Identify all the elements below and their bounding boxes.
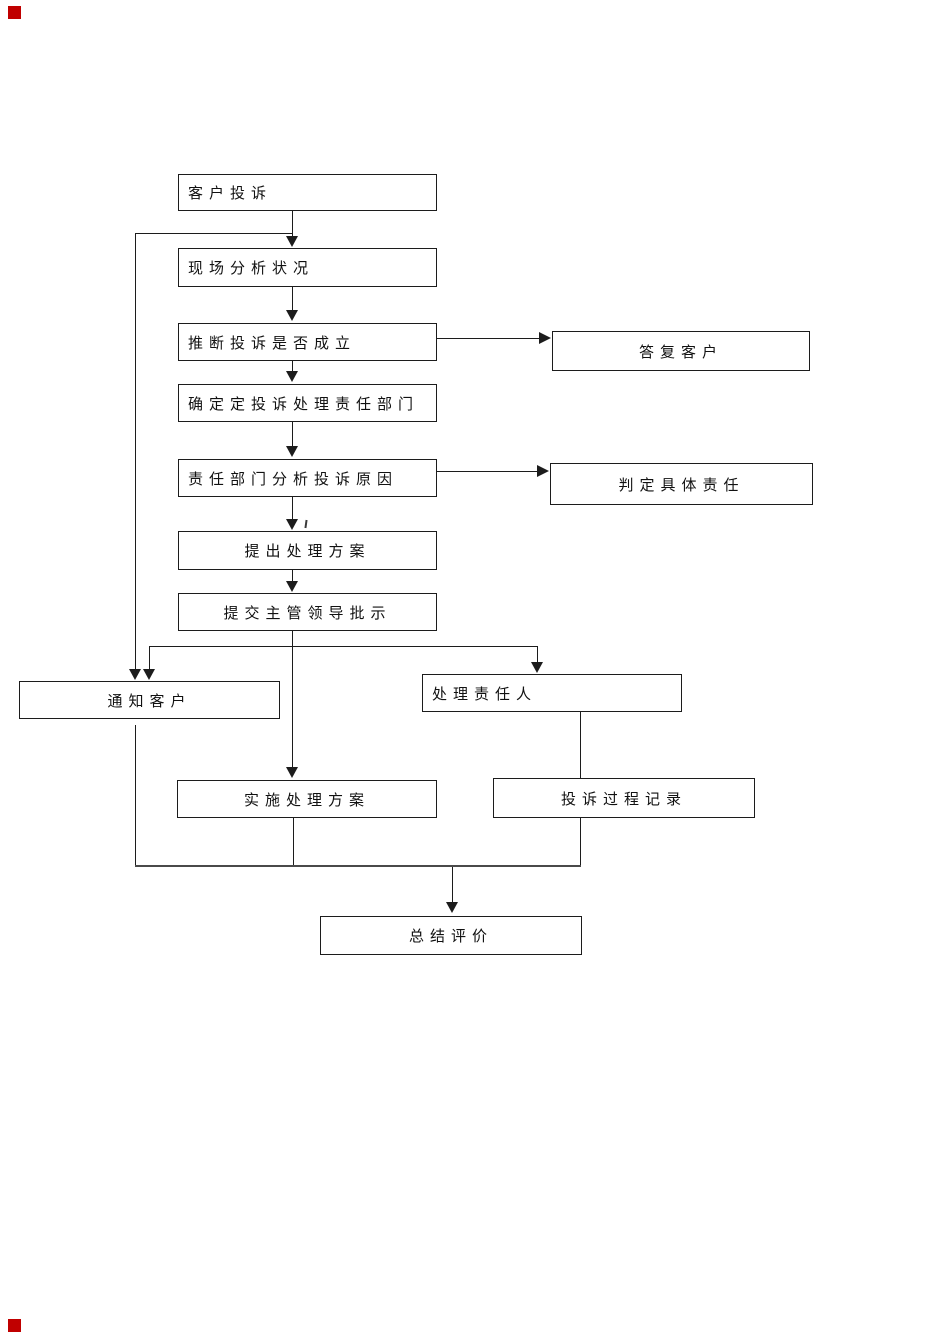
connector-judge-to-reply: [437, 338, 539, 339]
connector-feedback-vertical: [135, 233, 136, 670]
connector-site-to-judge: [292, 287, 293, 311]
flow-node-propose-plan: 提出处理方案: [178, 531, 437, 570]
arrow-down-icon: [286, 310, 298, 321]
arrow-down-icon: [286, 236, 298, 247]
connector-submit-to-implement: [292, 631, 293, 767]
connector-collector-horizontal: [135, 865, 581, 867]
page-marker-bottom: [8, 1319, 21, 1332]
flow-node-judge-validity: 推断投诉是否成立: [178, 323, 437, 361]
connector-complaint-to-site: [292, 211, 293, 236]
arrow-right-icon: [539, 332, 551, 344]
arrow-down-icon: [531, 662, 543, 673]
arrow-down-icon: [286, 519, 298, 530]
arrow-down-icon: [143, 669, 155, 680]
flow-node-process-record: 投诉过程记录: [493, 778, 755, 818]
connector-branch-to-handler: [537, 646, 538, 662]
arrow-down-icon: [129, 669, 141, 680]
arrow-down-icon: [286, 581, 298, 592]
flow-node-determine-dept: 确定定投诉处理责任部门: [178, 384, 437, 422]
arrow-down-icon: [286, 446, 298, 457]
flow-node-customer-complaint: 客户投诉: [178, 174, 437, 211]
connector-feedback-horizontal: [135, 233, 293, 234]
flow-node-handler: 处理责任人: [422, 674, 682, 712]
connector-record-down: [580, 818, 581, 866]
connector-branch-horizontal: [149, 646, 538, 647]
connector-implement-down: [293, 818, 294, 866]
connector-to-summary: [452, 867, 453, 902]
page-marker-top: [8, 6, 21, 19]
connector-branch-to-notify: [149, 646, 150, 669]
flow-node-summary-evaluation: 总结评价: [320, 916, 582, 955]
arrow-down-icon: [286, 767, 298, 778]
connector-handler-to-record: [580, 712, 581, 778]
arrow-down-icon: [446, 902, 458, 913]
connector-cause-to-liability: [437, 471, 537, 472]
connector-propose-to-submit: [292, 570, 293, 581]
connector-dept-to-cause: [292, 422, 293, 446]
flow-node-analyze-cause: 责任部门分析投诉原因: [178, 459, 437, 497]
flow-node-implement-plan: 实施处理方案: [177, 780, 437, 818]
flow-node-submit-approval: 提交主管领导批示: [178, 593, 437, 631]
connector-judge-to-dept: [292, 361, 293, 372]
arrow-right-icon: [537, 465, 549, 477]
connector-notify-down: [135, 725, 136, 866]
flow-node-notify-customer: 通知客户: [19, 681, 280, 719]
flow-node-site-analysis: 现场分析状况: [178, 248, 437, 287]
connector-cause-to-propose: [292, 497, 293, 519]
arrow-down-icon: [286, 371, 298, 382]
stray-mark: [304, 519, 308, 529]
flow-node-reply-customer: 答复客户: [552, 331, 810, 371]
flow-node-determine-liability: 判定具体责任: [550, 463, 813, 505]
